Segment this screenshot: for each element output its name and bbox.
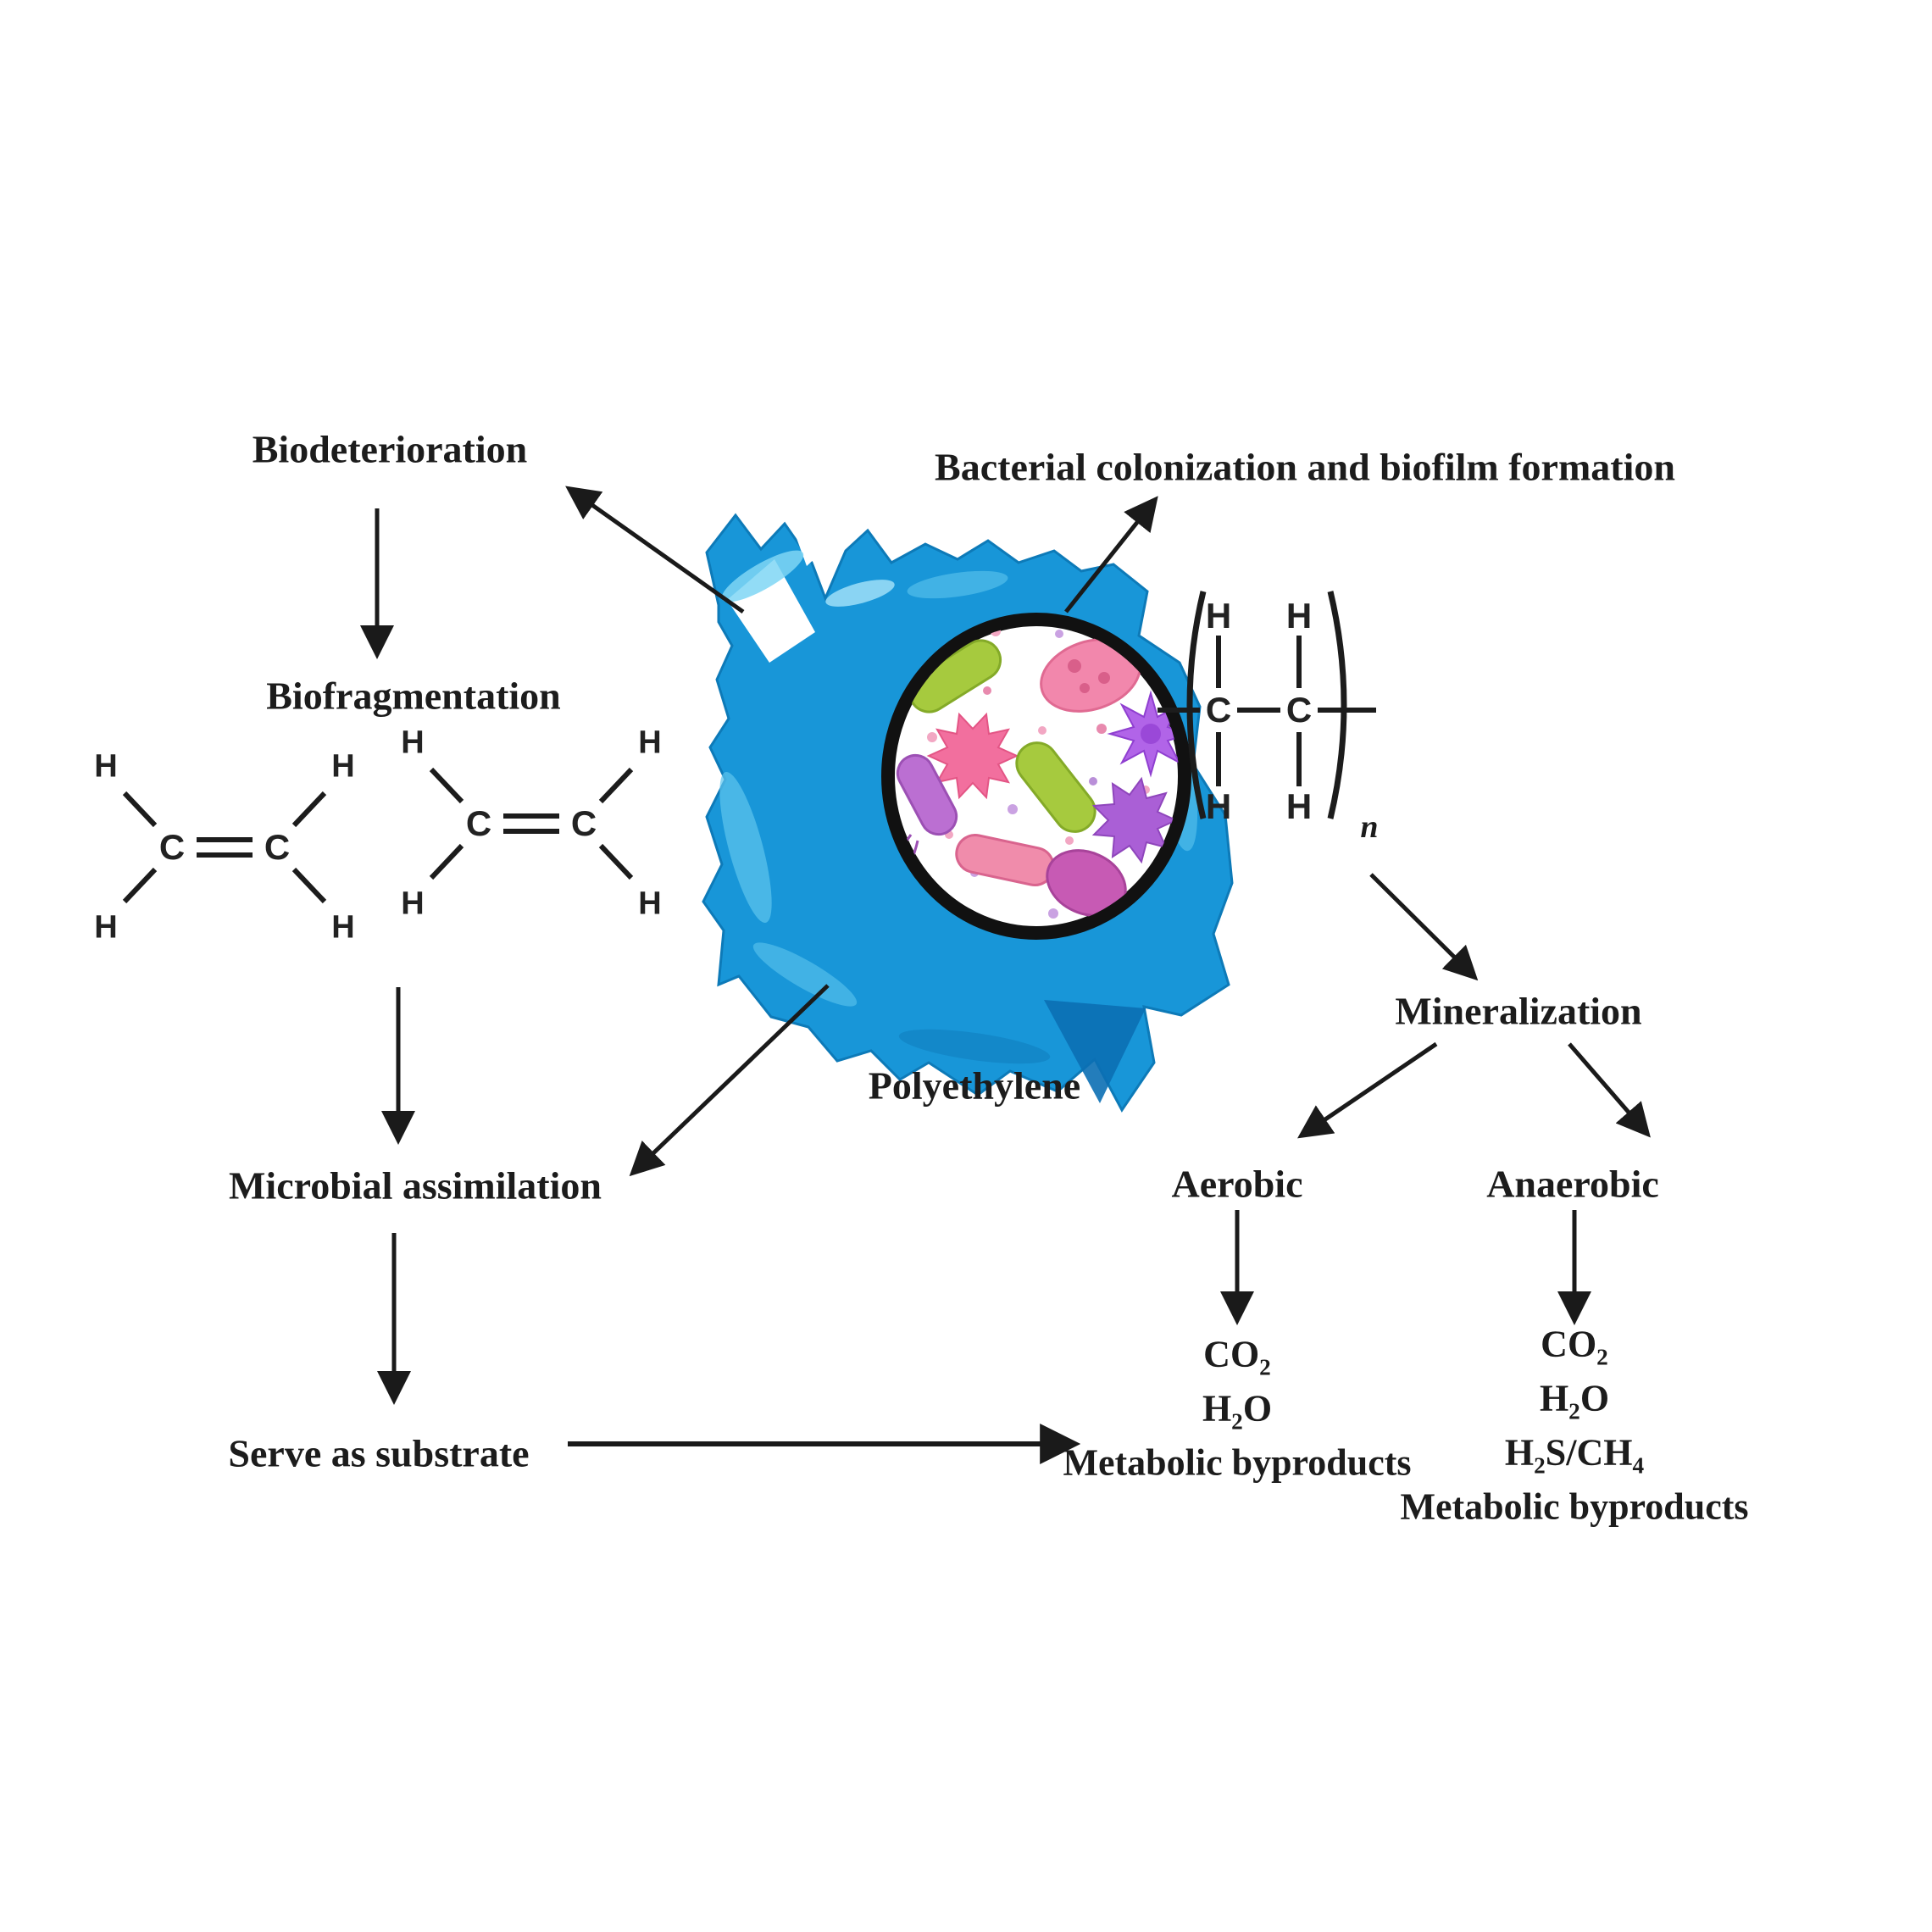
hydrogen-atom: H — [94, 748, 118, 785]
arrow-bag-to-biodeterioration — [565, 486, 745, 614]
anaerobic-product-byproducts: Metabolic byproducts — [1400, 1485, 1749, 1528]
hydrogen-atom: H — [401, 886, 425, 922]
microbe-pink-star — [926, 712, 1019, 800]
hydrogen-atom: H — [638, 886, 662, 922]
anaerobic-product-h2o: H2O — [1539, 1377, 1610, 1424]
bond — [429, 767, 464, 804]
node-biofragmentation: Biofragmentation — [266, 674, 561, 718]
microbe-green-bean — [1015, 741, 1096, 833]
node-mineralization: Mineralization — [1395, 989, 1642, 1033]
node-anaerobic: Anaerobic — [1486, 1162, 1659, 1206]
node-aerobic: Aerobic — [1171, 1162, 1303, 1206]
hydrogen-atom: H — [1285, 786, 1313, 826]
hydrogen-atom: H — [331, 909, 355, 946]
bag-dark-fold — [898, 1029, 1051, 1064]
hydrogen-atom: H — [1205, 786, 1232, 826]
left-parenthesis — [1186, 591, 1207, 819]
repeat-subscript-n: n — [1360, 809, 1379, 845]
node-polyethylene: Polyethylene — [868, 1063, 1081, 1108]
carbon-atom: C — [570, 803, 597, 843]
bag-ear-notch — [793, 505, 832, 566]
hydrogen-atom: H — [638, 724, 662, 761]
ethylene-structure-left — [122, 791, 327, 904]
bag-highlight — [719, 771, 772, 924]
hydrogen-atom: H — [331, 748, 355, 785]
hydrogen-atom: H — [94, 909, 118, 946]
flow-arrows — [360, 486, 1651, 1464]
bond — [598, 843, 634, 880]
bag-highlight — [907, 570, 1008, 599]
carbon-atom: C — [158, 827, 186, 867]
bond — [598, 767, 634, 804]
arrow-bag-to-assimilation — [629, 984, 830, 1177]
microbe-magnifier-circle — [881, 613, 1191, 940]
carbon-atom: C — [264, 827, 291, 867]
microbe-purple-blob — [1091, 776, 1179, 864]
carbon-atom: C — [1205, 690, 1232, 730]
aerobic-product-h2o: H2O — [1202, 1387, 1273, 1435]
hydrogen-atom: H — [1205, 596, 1232, 636]
anaerobic-product-co2: CO2 — [1541, 1323, 1608, 1370]
node-microbial-assimilation: Microbial assimilation — [229, 1163, 602, 1208]
ethylene-structure-right — [429, 767, 634, 880]
carbon-atom: C — [465, 803, 492, 843]
node-biodeterioration: Biodeterioration — [252, 427, 528, 471]
bag-highlight — [825, 580, 895, 607]
bond — [122, 867, 158, 904]
bag-dark-fold — [1044, 1000, 1146, 1103]
carbon-atom: C — [1285, 690, 1313, 730]
arrow-bag-to-colonization — [1064, 496, 1158, 613]
anaerobic-product-h2s-ch4: H2S/CH4 — [1504, 1431, 1645, 1479]
bag-highlight — [752, 942, 858, 1007]
right-parenthesis — [1327, 591, 1347, 819]
node-bacterial-colonization: Bacterial colonization and biofilm forma… — [935, 445, 1675, 489]
hydrogen-atom: H — [1285, 596, 1313, 636]
hydrogen-atom: H — [401, 724, 425, 761]
bag-highlight — [721, 550, 804, 602]
arrow-polymer-to-mineralization — [1369, 873, 1479, 981]
bond — [291, 867, 327, 904]
aerobic-product-byproducts: Metabolic byproducts — [1063, 1441, 1412, 1484]
polyethylene-repeat-unit — [1158, 591, 1376, 819]
arrow-mineralization-to-aerobic — [1297, 1041, 1438, 1139]
bond — [429, 843, 464, 880]
arrow-mineralization-to-anaerobic — [1568, 1042, 1651, 1138]
aerobic-product-co2: CO2 — [1203, 1333, 1271, 1380]
bond — [122, 791, 158, 828]
bond — [291, 791, 327, 828]
node-serve-as-substrate: Serve as substrate — [228, 1431, 530, 1475]
